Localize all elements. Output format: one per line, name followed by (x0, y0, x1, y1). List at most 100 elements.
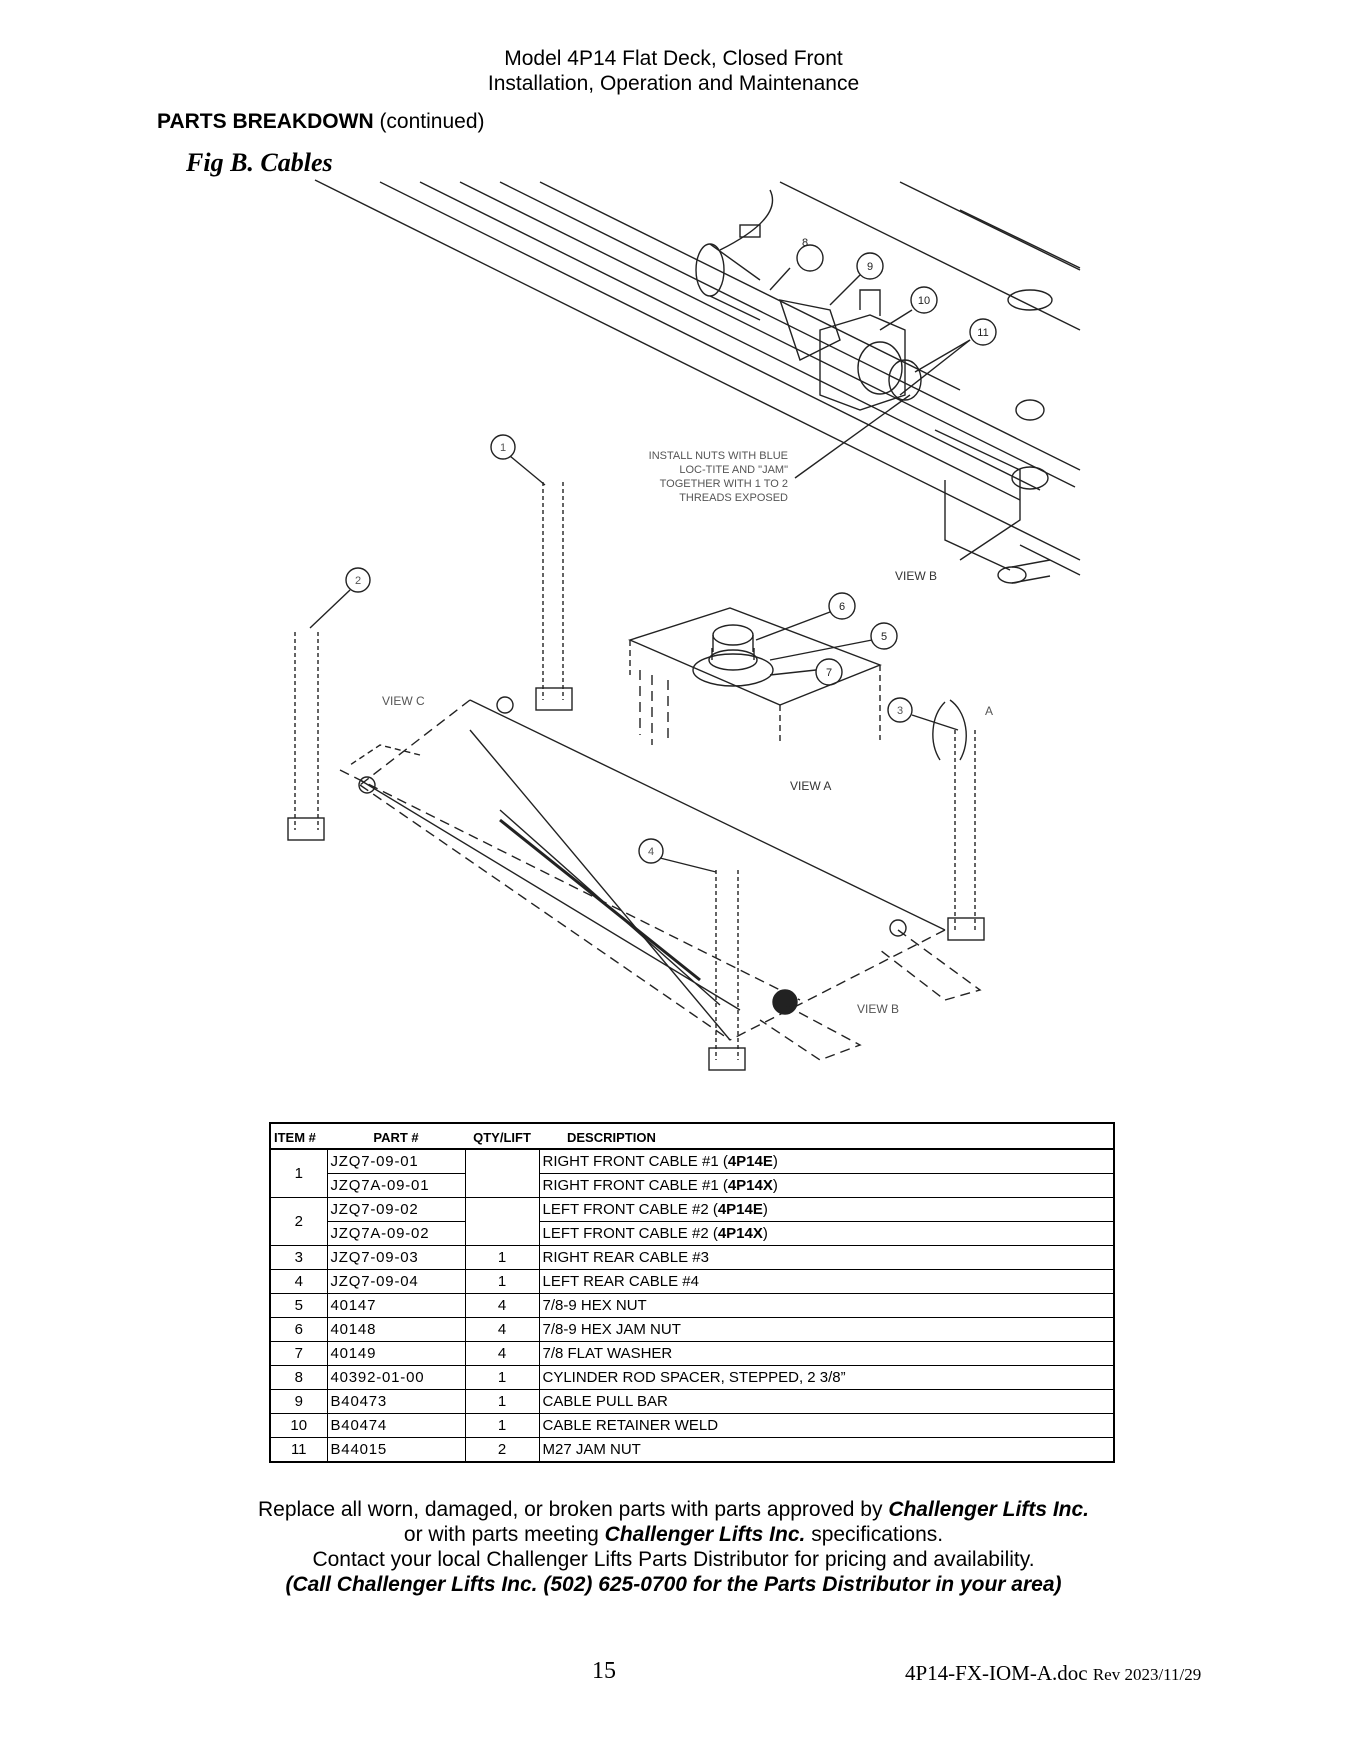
description-cell: CABLE RETAINER WELD (538, 1413, 1115, 1438)
qty-cell: 4 (464, 1317, 540, 1342)
part-cell: JZQ7-09-04 (326, 1269, 466, 1294)
qty-cell: 1 (464, 1245, 540, 1270)
description-cell: 7/8-9 HEX JAM NUT (538, 1317, 1115, 1342)
description-cell: CYLINDER ROD SPACER, STEPPED, 2 3/8” (538, 1365, 1115, 1390)
col-part: PART # (327, 1123, 465, 1150)
qty-cell: 4 (464, 1293, 540, 1318)
item-cell: 8 (269, 1365, 328, 1390)
replace-parts-note: Replace all worn, damaged, or broken par… (257, 1498, 1090, 1521)
install-note-line: THREADS EXPOSED (679, 492, 788, 504)
description-cell: LEFT FRONT CABLE #2 (4P14E) (538, 1197, 1115, 1222)
part-cell: JZQ7A-09-01 (326, 1173, 466, 1198)
table-header-row: ITEM # PART # QTY/LIFT DESCRIPTION (270, 1123, 1114, 1150)
callout-7: 7 (826, 667, 832, 679)
part-cell: JZQ7-09-02 (326, 1197, 466, 1222)
qty-cell (464, 1148, 540, 1198)
document-id: 4P14-FX-IOM-A.doc Rev 2023/11/29 (905, 1661, 1202, 1685)
install-note-line: TOGETHER WITH 1 TO 2 (660, 478, 788, 490)
section-heading: PARTS BREAKDOWN (continued) (157, 110, 485, 134)
table-row: 4 JZQ7-09-04 1 LEFT REAR CABLE #4 (269, 1269, 1115, 1294)
qty-cell: 2 (464, 1437, 540, 1463)
item-cell: 6 (269, 1317, 328, 1342)
part-cell: 40149 (326, 1341, 466, 1366)
install-note-line: LOC-TITE AND "JAM" (679, 464, 788, 476)
part-cell: JZQ7-09-01 (326, 1148, 466, 1174)
callout-1: 1 (500, 442, 506, 454)
item-cell: 7 (269, 1341, 328, 1366)
description-cell: RIGHT FRONT CABLE #1 (4P14E) (538, 1148, 1115, 1174)
distributor-note: Contact your local Challenger Lifts Part… (312, 1548, 1035, 1571)
col-description: DESCRIPTION (539, 1123, 1114, 1150)
qty-cell: 1 (464, 1413, 540, 1438)
brand-name: Challenger Lifts Inc. (888, 1498, 1090, 1521)
qty-cell: 1 (464, 1365, 540, 1390)
callout-8: 8 (802, 237, 808, 249)
part-cell: B40473 (326, 1389, 466, 1414)
qty-cell: 4 (464, 1341, 540, 1366)
table-row: JZQ7A-09-02 LEFT FRONT CABLE #2 (4P14X) (270, 1221, 1115, 1246)
brand-name: Challenger Lifts Inc. (604, 1523, 806, 1546)
part-cell: 40392-01-00 (326, 1365, 466, 1390)
phone-note: (Call Challenger Lifts Inc. (502) 625-07… (285, 1573, 1062, 1596)
table-row: 9 B40473 1 CABLE PULL BAR (269, 1389, 1115, 1414)
section-suffix: (continued) (373, 110, 485, 133)
revision-date: Rev 2023/11/29 (1092, 1665, 1202, 1684)
header-manual-type: Installation, Operation and Maintenance (487, 72, 860, 95)
description-cell: 7/8-9 HEX NUT (538, 1293, 1115, 1318)
item-cell: 1 (269, 1148, 328, 1198)
table-row: 5 40147 4 7/8-9 HEX NUT (269, 1293, 1115, 1318)
header-model: Model 4P14 Flat Deck, Closed Front (504, 47, 843, 70)
description-cell: RIGHT REAR CABLE #3 (538, 1245, 1115, 1270)
parts-table: ITEM # PART # QTY/LIFT DESCRIPTION 1 JZQ… (269, 1122, 1115, 1463)
part-cell: 40147 (326, 1293, 466, 1318)
part-cell: B40474 (326, 1413, 466, 1438)
figure-title: Fig B. Cables (186, 148, 333, 177)
item-cell: 9 (269, 1389, 328, 1414)
table-row: 3 JZQ7-09-03 1 RIGHT REAR CABLE #3 (269, 1245, 1115, 1270)
qty-cell: 1 (464, 1389, 540, 1414)
description-cell: CABLE PULL BAR (538, 1389, 1115, 1414)
col-qty: QTY/LIFT (465, 1123, 539, 1150)
part-cell: JZQ7A-09-02 (326, 1221, 466, 1246)
table-row: 8 40392-01-00 1 CYLINDER ROD SPACER, STE… (269, 1365, 1115, 1390)
callout-5: 5 (881, 631, 887, 643)
install-note: INSTALL NUTS WITH BLUE LOC-TITE AND "JAM… (649, 450, 788, 504)
part-cell: B44015 (326, 1437, 466, 1463)
item-cell: 10 (269, 1413, 328, 1438)
cables-exploded-drawing: 8 9 10 11 INSTALL NUTS WITH BLUE LOC-TIT… (287, 179, 1081, 1071)
qty-cell (464, 1197, 540, 1246)
callout-9: 9 (867, 261, 873, 273)
table-row: 1 JZQ7-09-01 RIGHT FRONT CABLE #1 (4P14E… (269, 1148, 1115, 1198)
lift-frame: 1 2 3 4 A VIEW C VIEW B (287, 434, 993, 1071)
table-row: 2 JZQ7-09-02 LEFT FRONT CABLE #2 (4P14E) (269, 1197, 1115, 1246)
description-cell: LEFT FRONT CABLE #2 (4P14X) (538, 1221, 1115, 1246)
callout-3: 3 (897, 705, 903, 717)
description-cell: 7/8 FLAT WASHER (538, 1341, 1115, 1366)
table-row: JZQ7A-09-01 RIGHT FRONT CABLE #1 (4P14X) (270, 1173, 1115, 1198)
description-cell: M27 JAM NUT (538, 1437, 1115, 1463)
view-a-circle-label: A (985, 704, 993, 718)
item-cell: 4 (269, 1269, 328, 1294)
item-cell: 3 (269, 1245, 328, 1270)
view-c-label: VIEW C (382, 694, 425, 708)
view-a-label: VIEW A (790, 779, 831, 793)
part-cell: 40148 (326, 1317, 466, 1342)
callout-2: 2 (355, 575, 361, 587)
item-cell: 2 (269, 1197, 328, 1246)
table-row: 10 B40474 1 CABLE RETAINER WELD (269, 1413, 1115, 1438)
section-title: PARTS BREAKDOWN (157, 110, 374, 133)
qty-cell: 1 (464, 1269, 540, 1294)
table-row: 6 40148 4 7/8-9 HEX JAM NUT (269, 1317, 1115, 1342)
callout-4: 4 (648, 846, 654, 858)
view-b-detail: 8 9 10 11 (314, 179, 1081, 584)
specifications-note: or with parts meeting Challenger Lifts I… (403, 1523, 944, 1546)
item-cell: 11 (269, 1437, 328, 1463)
view-b-bottom-label: VIEW B (857, 1002, 899, 1016)
table-row: 11 B44015 2 M27 JAM NUT (269, 1437, 1115, 1463)
install-note-line: INSTALL NUTS WITH BLUE (649, 450, 788, 462)
page-number: 15 (592, 1658, 616, 1684)
description-cell: LEFT REAR CABLE #4 (538, 1269, 1115, 1294)
table-row: 7 40149 4 7/8 FLAT WASHER (269, 1341, 1115, 1366)
part-cell: JZQ7-09-03 (326, 1245, 466, 1270)
callout-6: 6 (839, 601, 845, 613)
